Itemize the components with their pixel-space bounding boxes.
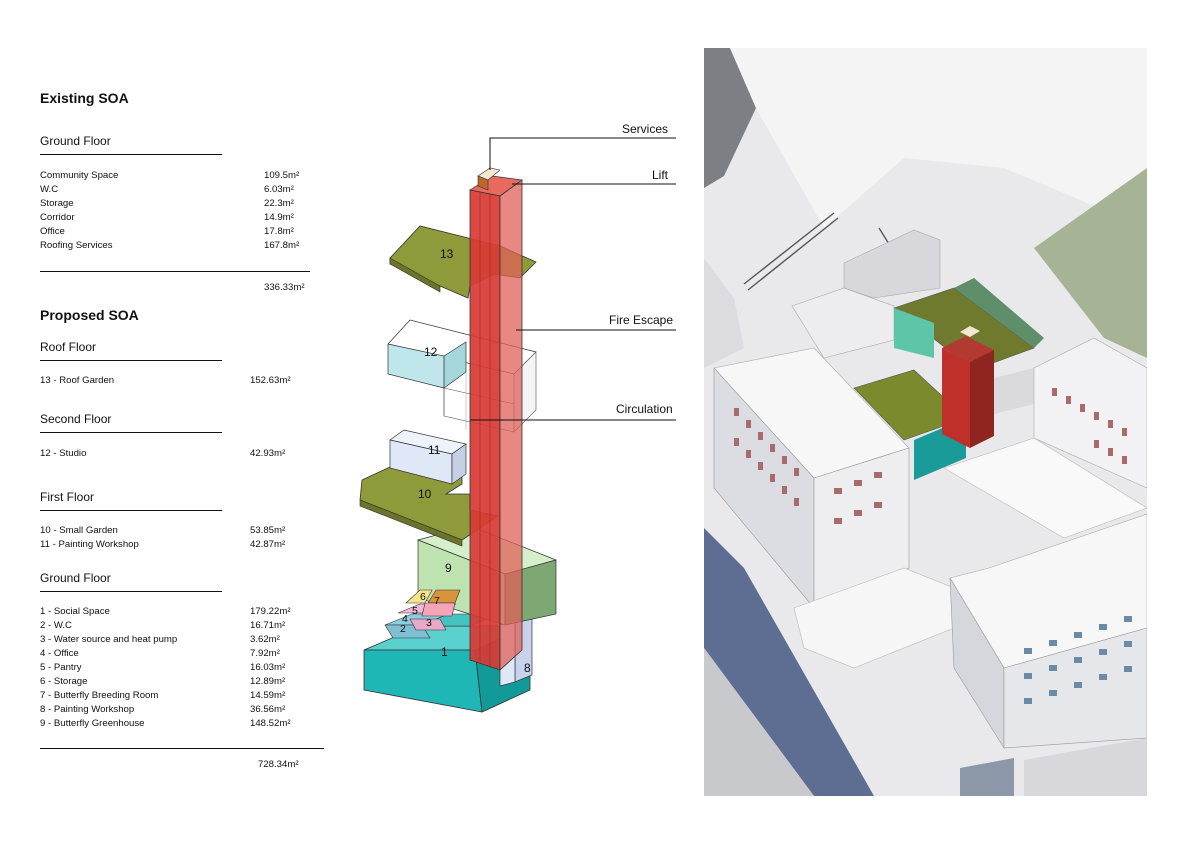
block-number-1: 1 [441, 645, 448, 659]
red-tower-circulation-core [470, 168, 522, 670]
callout-services: Services [622, 122, 668, 136]
block-number-5: 5 [412, 605, 418, 617]
block-number-13: 13 [440, 247, 454, 261]
block-number-3: 3 [426, 617, 432, 629]
callout-fire-escape: Fire Escape [609, 313, 673, 327]
callout-circulation: Circulation [616, 402, 673, 416]
block-number-10: 10 [418, 487, 432, 501]
block-number-4: 4 [402, 613, 408, 625]
site-axonometric-render [704, 48, 1147, 796]
block-number-7: 7 [434, 595, 440, 607]
block-number-6: 6 [420, 591, 426, 603]
block-number-8: 8 [524, 661, 531, 675]
block-number-9: 9 [445, 561, 452, 575]
block-number-11: 11 [428, 443, 441, 457]
block-number-12: 12 [424, 345, 438, 359]
callout-lift: Lift [652, 168, 668, 182]
